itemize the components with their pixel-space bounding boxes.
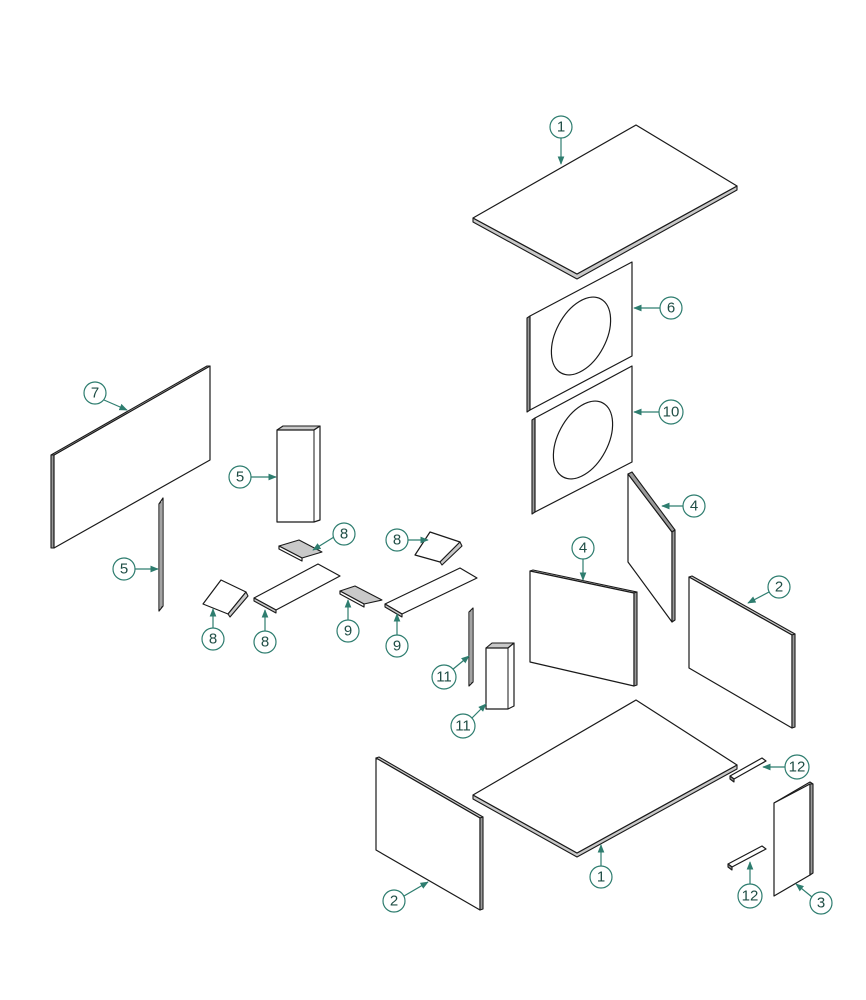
part-side-panel-2a bbox=[688, 575, 796, 729]
callout-label: 9 bbox=[344, 623, 352, 640]
part-back-panel-7 bbox=[50, 365, 211, 549]
callout-balloon bbox=[431, 664, 457, 690]
callout-balloon bbox=[385, 528, 409, 552]
callout-label: 8 bbox=[393, 532, 401, 549]
part-side-panel-4b bbox=[529, 569, 638, 687]
callout-label: 2 bbox=[390, 893, 398, 910]
callout-balloon bbox=[382, 889, 406, 913]
callout-balloon bbox=[767, 575, 791, 599]
callout-label: 8 bbox=[340, 526, 348, 543]
part-panel-3 bbox=[773, 781, 814, 897]
callout-balloon bbox=[253, 630, 277, 654]
callout-label: 11 bbox=[436, 669, 452, 686]
callout-label: 1 bbox=[597, 869, 605, 886]
part-top-panel bbox=[472, 124, 738, 280]
callout-label: 12 bbox=[789, 759, 806, 776]
callout-balloon bbox=[809, 891, 833, 915]
part-wedge-8d bbox=[414, 531, 463, 566]
callout-balloon bbox=[228, 465, 252, 489]
callout-balloon bbox=[659, 296, 683, 320]
part-cleat-12b bbox=[727, 845, 767, 871]
part-side-panel-4a bbox=[627, 471, 676, 623]
callout-label: 6 bbox=[667, 300, 675, 317]
part-wedge-8c bbox=[339, 585, 383, 608]
callout-balloon bbox=[658, 399, 684, 425]
callouts: 1 6 10 7 5 5 8 8 8 9 bbox=[83, 115, 833, 915]
part-wedge-8b bbox=[202, 579, 249, 618]
callout-label: 10 bbox=[663, 404, 680, 421]
callout-balloon bbox=[450, 713, 476, 739]
part-strip-5 bbox=[158, 497, 164, 612]
callout-balloon bbox=[83, 381, 107, 405]
callout-label: 5 bbox=[120, 561, 128, 578]
part-bottom-panel bbox=[472, 699, 738, 858]
callout-balloon bbox=[336, 619, 360, 643]
callout-label: 12 bbox=[742, 888, 759, 905]
callout-label: 8 bbox=[209, 631, 217, 648]
part-cleat-12a bbox=[729, 757, 767, 783]
callout-balloon bbox=[549, 115, 573, 139]
part-brace-9b bbox=[384, 567, 478, 618]
callout-label: 11 bbox=[455, 718, 471, 735]
callout-balloon bbox=[737, 883, 763, 909]
callout-label: 3 bbox=[817, 895, 825, 912]
part-block-11 bbox=[485, 642, 515, 710]
callout-label: 5 bbox=[236, 469, 244, 486]
callout-label: 9 bbox=[393, 638, 401, 655]
callout-label: 4 bbox=[579, 540, 587, 557]
callout-balloon bbox=[201, 627, 225, 651]
part-baffle-panel-6 bbox=[526, 261, 633, 413]
part-wedge-8a bbox=[278, 539, 323, 562]
callout-balloon bbox=[784, 754, 810, 780]
callout-label: 4 bbox=[690, 498, 698, 515]
callout-label: 7 bbox=[91, 385, 99, 402]
callout-balloon bbox=[332, 522, 356, 546]
callout-label: 8 bbox=[261, 634, 269, 651]
callout-label: 1 bbox=[557, 119, 565, 136]
callout-balloon bbox=[385, 634, 409, 658]
part-side-panel-2b bbox=[375, 756, 484, 911]
part-block-5 bbox=[276, 425, 321, 523]
callout-balloon bbox=[571, 536, 595, 560]
callout-label: 2 bbox=[775, 579, 783, 596]
part-strip-11 bbox=[468, 607, 474, 687]
callout-balloon bbox=[682, 494, 706, 518]
part-baffle-panel-10 bbox=[531, 365, 633, 515]
callout-balloon bbox=[589, 865, 613, 889]
part-brace-9a bbox=[253, 563, 341, 614]
callout-balloon bbox=[112, 557, 136, 581]
